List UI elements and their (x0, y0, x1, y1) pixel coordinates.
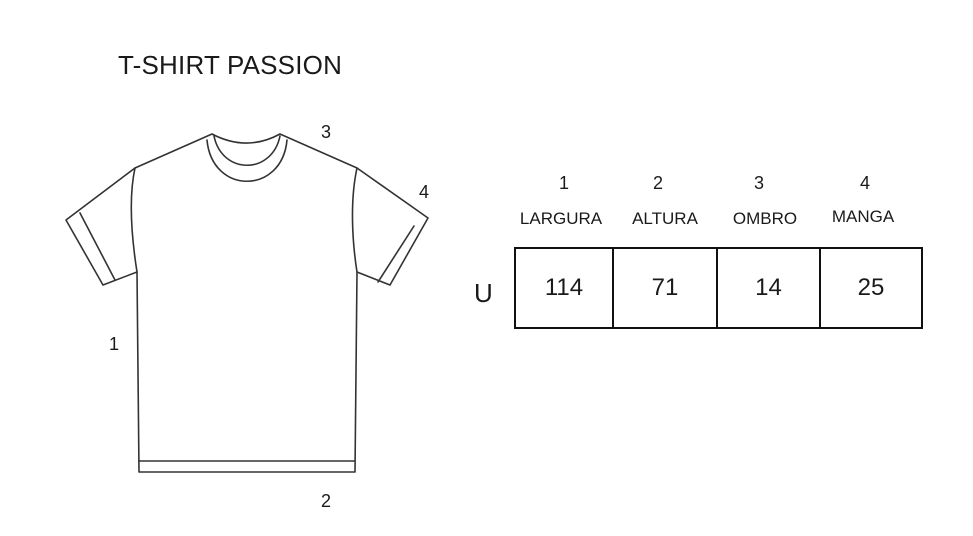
column-name-largura: LARGURA (519, 209, 603, 228)
right-sleeve-seam (351, 167, 358, 273)
sleeve-marker: 4 (419, 182, 430, 202)
size-label: U (474, 278, 493, 308)
neck-band (206, 139, 288, 183)
shoulder-marker: 3 (321, 122, 332, 142)
width-marker: 1 (109, 334, 120, 354)
column-name-manga: MANGA (831, 207, 895, 226)
table-row: 114 71 14 25 (514, 247, 923, 329)
size-table: 114 71 14 25 (514, 247, 923, 329)
column-name-ombro: OMBRO (732, 209, 798, 228)
left-sleeve-seam (130, 167, 138, 273)
altura-value: 71 (612, 247, 718, 329)
column-number-altura: 2 (652, 173, 663, 193)
column-name-altura: ALTURA (632, 209, 698, 228)
tshirt-outline (65, 133, 429, 473)
length-marker: 2 (321, 491, 332, 511)
page-title: T-SHIRT PASSION (118, 50, 343, 80)
manga-value: 25 (819, 247, 923, 329)
largura-value: 114 (514, 247, 614, 329)
ombro-value: 14 (716, 247, 821, 329)
column-number-largura: 1 (558, 173, 569, 193)
left-sleeve-cuff (79, 212, 116, 281)
column-number-ombro: 3 (753, 173, 764, 193)
neck-inner (213, 135, 281, 167)
right-sleeve-cuff (377, 225, 415, 283)
column-number-manga: 4 (859, 173, 870, 193)
